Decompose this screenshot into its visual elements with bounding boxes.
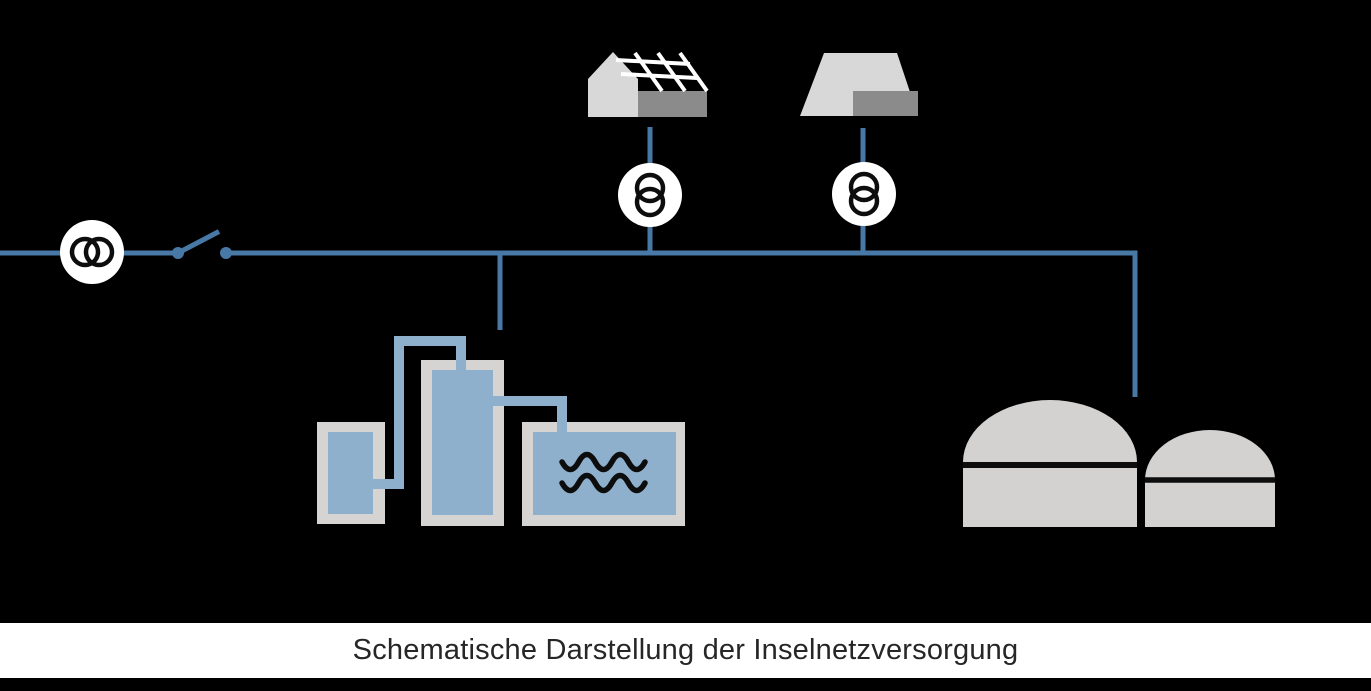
outlet-pipe bbox=[490, 396, 567, 433]
basin-liquid bbox=[533, 432, 676, 515]
caption-strip: Schematische Darstellung der Inselnetzve… bbox=[0, 623, 1371, 678]
storage-tanks bbox=[963, 400, 1275, 527]
schematic-canvas bbox=[0, 51, 1275, 527]
transformer-coil bbox=[848, 171, 880, 203]
house bbox=[800, 53, 918, 116]
transformer-coil bbox=[69, 236, 101, 268]
solar-house-transformer-icon bbox=[618, 163, 682, 227]
transformer-body bbox=[618, 163, 682, 227]
water-wave-icon bbox=[559, 451, 648, 494]
transformer-body bbox=[832, 162, 896, 226]
solar-house-gable bbox=[588, 52, 638, 117]
transformer-body bbox=[60, 220, 124, 284]
switch-arm bbox=[176, 229, 221, 256]
transformer-coil bbox=[634, 186, 666, 218]
pv-panel-icon bbox=[615, 51, 709, 93]
transformer-coil bbox=[634, 172, 666, 204]
transformer-coil bbox=[83, 236, 115, 268]
solar-house-wall bbox=[638, 91, 707, 117]
tall-vessel-liquid bbox=[432, 370, 493, 515]
island-bus bbox=[226, 250, 1138, 397]
house-wall bbox=[853, 91, 918, 116]
transformer-coil bbox=[848, 185, 880, 217]
house-transformer-icon bbox=[832, 162, 896, 226]
switch-hinge-dot bbox=[172, 247, 184, 259]
switch-contact-dot bbox=[220, 247, 232, 259]
small-vessel-liquid bbox=[328, 432, 373, 514]
power-lines bbox=[0, 127, 1138, 397]
caption: Schematische Darstellung der Inselnetzve… bbox=[352, 634, 1019, 666]
external-grid-transformer-icon bbox=[60, 220, 124, 284]
solar-house bbox=[588, 51, 709, 117]
electrolysis-plant bbox=[317, 336, 685, 526]
feed-pipe bbox=[372, 336, 466, 489]
